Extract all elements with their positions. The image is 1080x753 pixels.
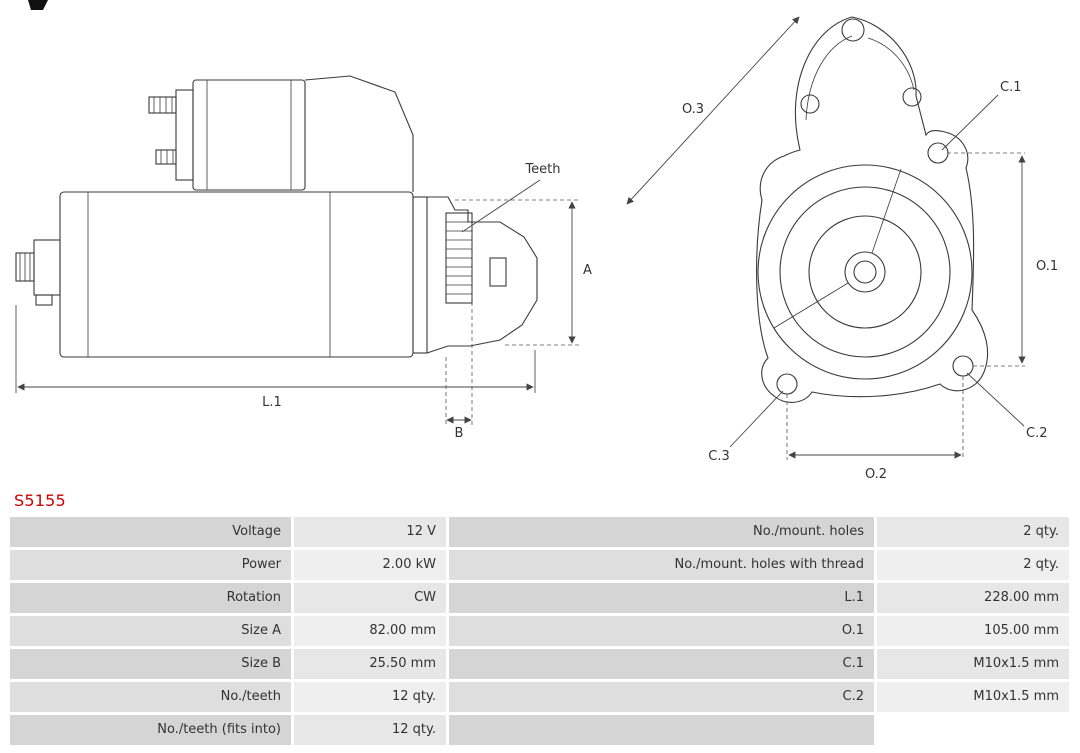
spec-row: Size A 82.00 mm O.1 105.00 mm [10,616,1072,646]
spec-label: C.2 [449,682,874,712]
spec-row: No./teeth (fits into) 12 qty. [10,715,1072,745]
dim-label-o3: O.3 [682,102,704,117]
dim-label-o2: O.2 [865,467,887,482]
spec-row: Size B 25.50 mm C.1 M10x1.5 mm [10,649,1072,679]
spec-label: No./teeth [10,682,291,712]
hole-label-c2: C.2 [1026,426,1047,441]
spec-label: Rotation [10,583,291,613]
spec-label: Size B [10,649,291,679]
spec-value [877,715,1069,745]
side-view: Teeth A L.1 B [15,75,592,441]
teeth-label: Teeth [524,162,560,177]
spec-label [449,715,874,745]
spec-label: Size A [10,616,291,646]
spec-row: No./teeth 12 qty. C.2 M10x1.5 mm [10,682,1072,712]
spec-value: 2 qty. [877,517,1069,547]
dim-label-l1: L.1 [262,395,282,410]
spec-value: 82.00 mm [294,616,446,646]
spec-value: 25.50 mm [294,649,446,679]
dim-label-b: B [455,426,464,441]
spec-row: Rotation CW L.1 228.00 mm [10,583,1072,613]
spec-value: 12 qty. [294,682,446,712]
hole-label-c3: C.3 [708,449,729,464]
spec-value: 2.00 kW [294,550,446,580]
spec-value: M10x1.5 mm [877,682,1069,712]
spec-label: No./mount. holes with thread [449,550,874,580]
spec-label: Power [10,550,291,580]
spec-value: 105.00 mm [877,616,1069,646]
spec-value: 12 qty. [294,715,446,745]
starter-motor-diagram: Teeth A L.1 B [15,16,1058,482]
spec-row: Power 2.00 kW No./mount. holes with thre… [10,550,1072,580]
spec-row: Voltage 12 V No./mount. holes 2 qty. [10,517,1072,547]
spec-value: M10x1.5 mm [877,649,1069,679]
spec-label: No./mount. holes [449,517,874,547]
dim-label-a: A [583,263,592,278]
spec-value: 228.00 mm [877,583,1069,613]
spec-value: 2 qty. [877,550,1069,580]
spec-value: CW [294,583,446,613]
front-view: O.1 O.2 O.3 C.1 C.2 C.3 [626,16,1058,482]
spec-table: Voltage 12 V No./mount. holes 2 qty. Pow… [10,517,1072,748]
spec-label: No./teeth (fits into) [10,715,291,745]
spec-value: 12 V [294,517,446,547]
hole-label-c1: C.1 [1000,80,1021,95]
dim-label-o1: O.1 [1036,259,1058,274]
as-logo [28,0,48,10]
spec-label: C.1 [449,649,874,679]
spec-label: Voltage [10,517,291,547]
part-number: S5155 [14,491,66,510]
technical-drawings: Teeth A L.1 B [15,16,1058,482]
spec-label: L.1 [449,583,874,613]
spec-label: O.1 [449,616,874,646]
